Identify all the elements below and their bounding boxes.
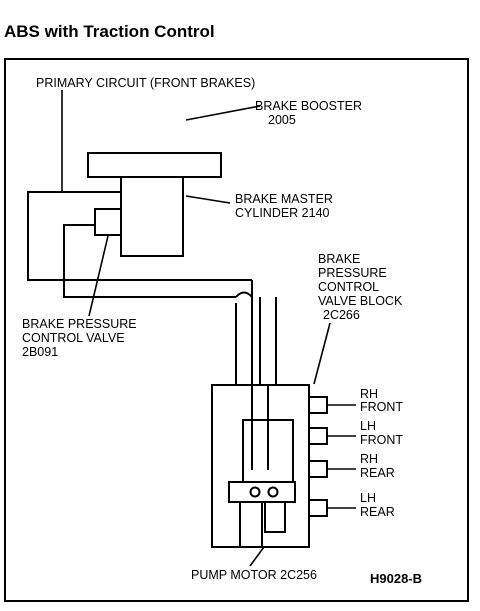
label-valve-block-4: VALVE BLOCK xyxy=(318,294,403,308)
figure-code: H9028-B xyxy=(370,571,422,586)
label-pressure-valve-1: BRAKE PRESSURE xyxy=(22,317,137,331)
label-valve-block-2: PRESSURE xyxy=(318,266,387,280)
label-pump-motor: PUMP MOTOR 2C256 xyxy=(191,568,317,582)
label-primary-circuit: PRIMARY CIRCUIT (FRONT BRAKES) xyxy=(36,76,255,90)
page-title: ABS with Traction Control xyxy=(4,22,215,41)
diagram-frame xyxy=(4,58,469,602)
label-pressure-valve-2: CONTROL VALVE xyxy=(22,331,125,345)
label-master-cylinder-2: CYLINDER 2140 xyxy=(235,206,330,220)
pressure-control-valve xyxy=(94,208,122,236)
label-lh-front-2: FRONT xyxy=(360,433,403,447)
label-rh-front-1: RH xyxy=(360,387,378,401)
label-brake-booster-2: 2005 xyxy=(268,113,296,127)
leader-lines xyxy=(61,90,331,567)
label-lh-rear-1: LH xyxy=(360,491,376,505)
pump-motor-body xyxy=(264,501,286,533)
label-lh-rear-2: REAR xyxy=(360,505,395,519)
label-valve-block-5: 2C266 xyxy=(323,308,360,322)
brake-booster xyxy=(87,152,222,178)
pump-motor xyxy=(239,501,263,548)
label-rh-rear-1: RH xyxy=(360,452,378,466)
label-pressure-valve-3: 2B091 xyxy=(22,345,58,359)
master-cylinder xyxy=(120,176,184,257)
port-left xyxy=(249,486,261,498)
label-master-cylinder-1: BRAKE MASTER xyxy=(235,192,333,206)
label-lh-front-1: LH xyxy=(360,419,376,433)
label-valve-block-1: BRAKE xyxy=(318,252,360,266)
port-right xyxy=(267,486,279,498)
label-rh-front-2: FRONT xyxy=(360,400,403,414)
label-rh-rear-2: REAR xyxy=(360,466,395,480)
outlet-ports xyxy=(308,396,356,517)
label-valve-block-3: CONTROL xyxy=(318,280,379,294)
pump-manifold xyxy=(228,481,296,503)
label-brake-booster-1: BRAKE BOOSTER xyxy=(255,99,362,113)
